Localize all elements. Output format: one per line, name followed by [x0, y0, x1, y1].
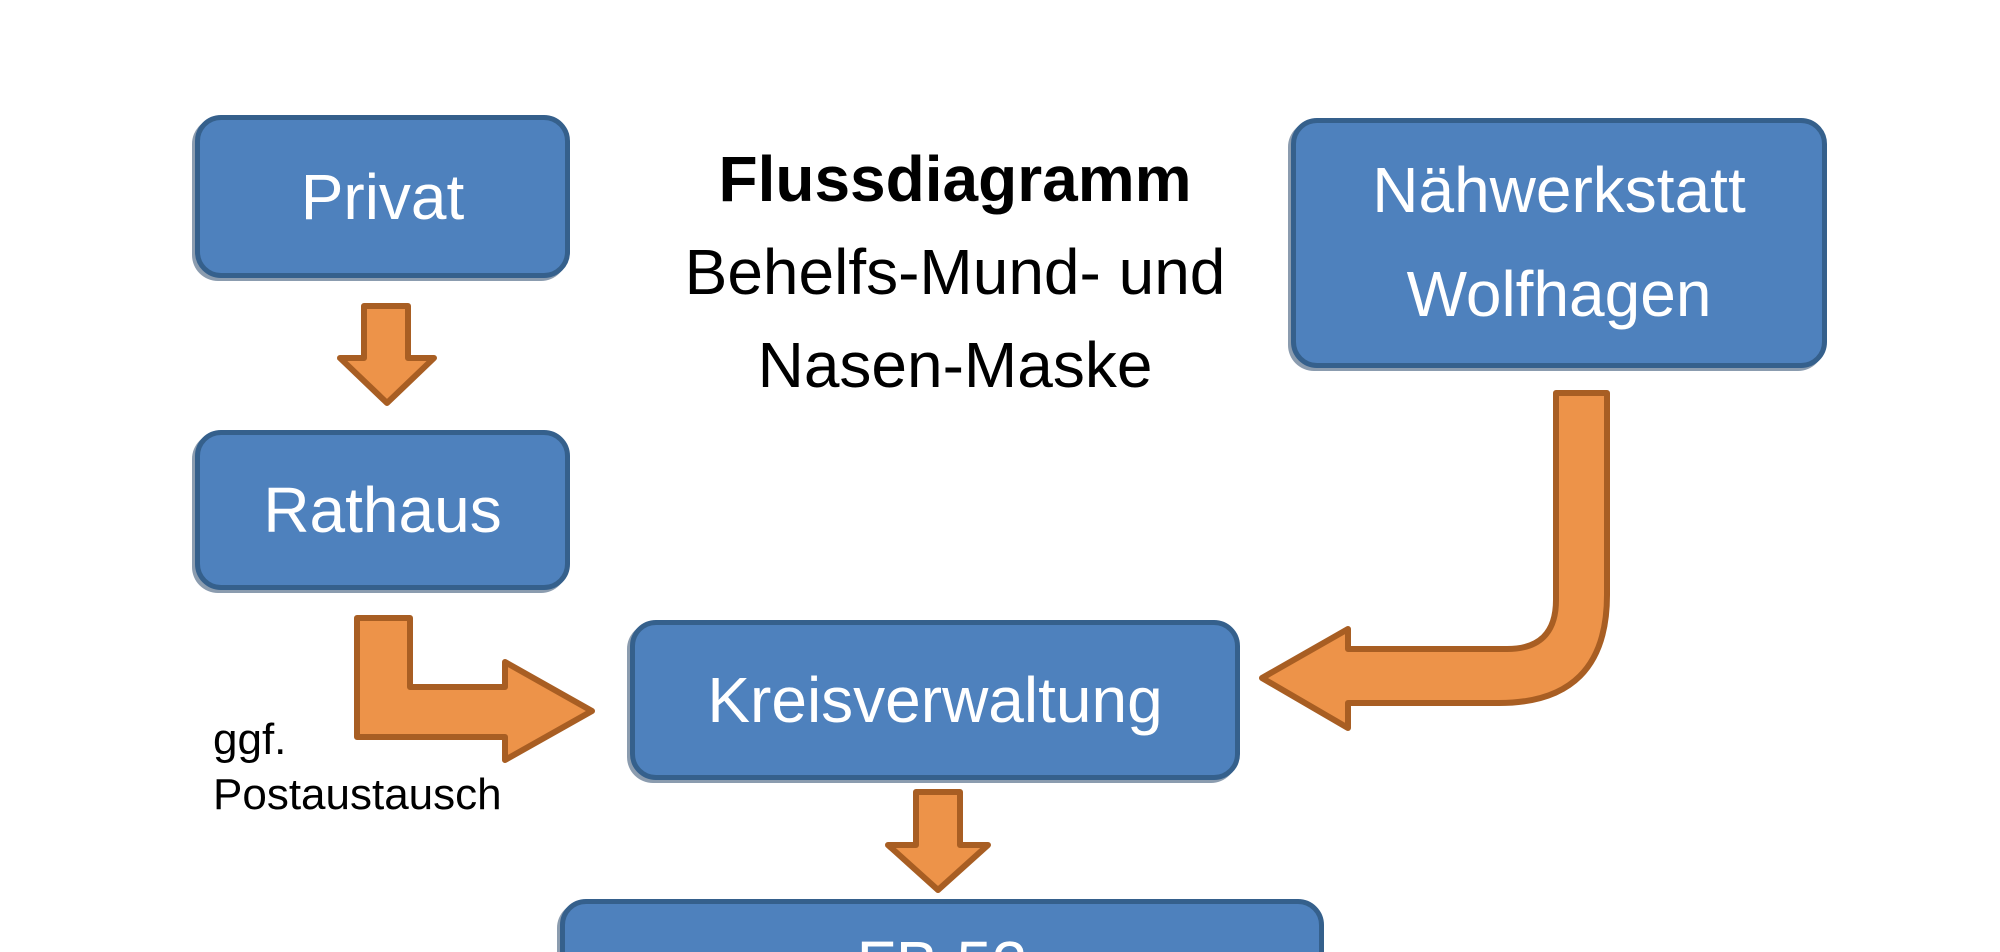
node-naehwerkstatt-label: Nähwerkstatt Wolfhagen — [1372, 139, 1745, 346]
node-kreisverwaltung-label: Kreisverwaltung — [707, 664, 1163, 736]
annotation-postaustausch-line1: ggf. — [213, 715, 287, 764]
node-rathaus: Rathaus — [195, 430, 570, 590]
node-naehwerkstatt-label-line1: Nähwerkstatt — [1372, 154, 1746, 227]
diagram-title: Flussdiagramm Behelfs-Mund- und Nasen-Ma… — [615, 133, 1295, 412]
node-rathaus-label: Rathaus — [263, 474, 502, 546]
node-kreisverwaltung: Kreisverwaltung — [630, 620, 1240, 780]
arrow-privat-to-rathaus-icon — [337, 303, 437, 406]
node-privat: Privat — [195, 115, 570, 278]
diagram-title-line1: Flussdiagramm — [718, 143, 1192, 215]
annotation-postaustausch-line2: Postaustausch — [213, 770, 502, 819]
diagram-title-line2: Behelfs-Mund- und — [684, 236, 1226, 308]
node-fb52-label: FB 52 — [857, 932, 1028, 952]
node-naehwerkstatt-label-line2: Wolfhagen — [1406, 258, 1712, 330]
arrow-kreisverwaltung-to-fb52-icon — [885, 789, 991, 893]
node-fb52: FB 52 — [560, 899, 1324, 952]
node-naehwerkstatt-wolfhagen: Nähwerkstatt Wolfhagen — [1291, 118, 1827, 368]
diagram-title-line3: Nasen-Maske — [757, 329, 1153, 401]
annotation-postaustausch: ggf. Postaustausch — [213, 712, 502, 822]
arrow-naehwerkstatt-to-kreisverwaltung-icon — [1259, 390, 1610, 731]
node-privat-label: Privat — [300, 160, 465, 233]
arrow-rathaus-to-kreisverwaltung-icon — [354, 615, 595, 763]
